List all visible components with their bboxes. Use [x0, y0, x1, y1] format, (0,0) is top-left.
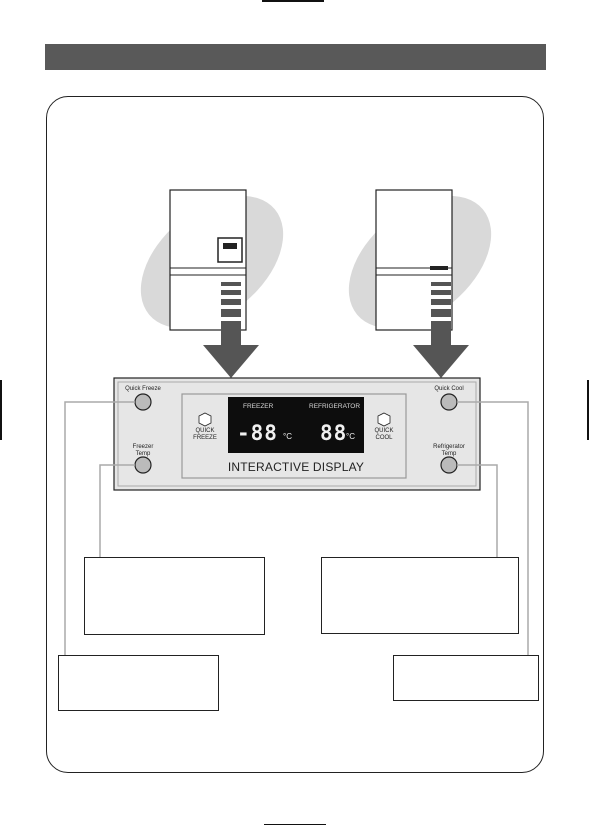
refrigerator-temp-button[interactable]	[440, 456, 458, 474]
lcd-screen	[228, 397, 364, 453]
freezer-temp-readout: -88	[237, 421, 278, 445]
refrigerator-temp-unit: °C	[346, 432, 355, 441]
refrigerator-temp-button-label: Refrigerator Temp	[433, 444, 465, 457]
refrigerator-temp-callout-box	[321, 557, 519, 634]
quick-freeze-button-label: Quick Freeze	[125, 386, 161, 392]
refrigerator-temp-readout: 88	[320, 421, 348, 445]
left-arrow	[203, 282, 259, 378]
diagram-frame	[46, 96, 544, 773]
left-refrigerator-illustration	[140, 189, 284, 331]
freezer-temp-button[interactable]	[134, 456, 152, 474]
quick-freeze-button[interactable]	[134, 393, 152, 411]
refrigerator-label: REFRIGERATOR	[309, 403, 361, 410]
freezer-temp-button-label: Freezer Temp	[132, 444, 154, 457]
left-edge-mark	[0, 380, 2, 440]
quick-freeze-display-label: QUICK FREEZE	[193, 428, 217, 441]
right-arrow	[413, 282, 469, 378]
freezer-temp-callout-box	[84, 557, 265, 635]
freezer-temp-unit: °C	[283, 432, 292, 441]
freezer-label: FREEZER	[243, 403, 274, 410]
quick-cool-display-label: QUICK COOL	[374, 428, 394, 441]
right-edge-mark	[587, 380, 589, 440]
quick-cool-button[interactable]	[440, 393, 458, 411]
section-header-bar	[45, 44, 546, 70]
display-border	[181, 393, 407, 479]
leader-lines	[64, 401, 529, 655]
right-refrigerator-illustration	[348, 189, 492, 331]
quick-freeze-icon	[198, 412, 212, 427]
quick-cool-icon	[377, 412, 391, 427]
quick-cool-button-label: Quick Cool	[434, 386, 464, 392]
top-rule	[262, 0, 324, 2]
quick-cool-callout-box	[393, 655, 539, 701]
quick-freeze-callout-box	[58, 655, 219, 711]
interactive-display-title: INTERACTIVE DISPLAY	[227, 460, 365, 474]
